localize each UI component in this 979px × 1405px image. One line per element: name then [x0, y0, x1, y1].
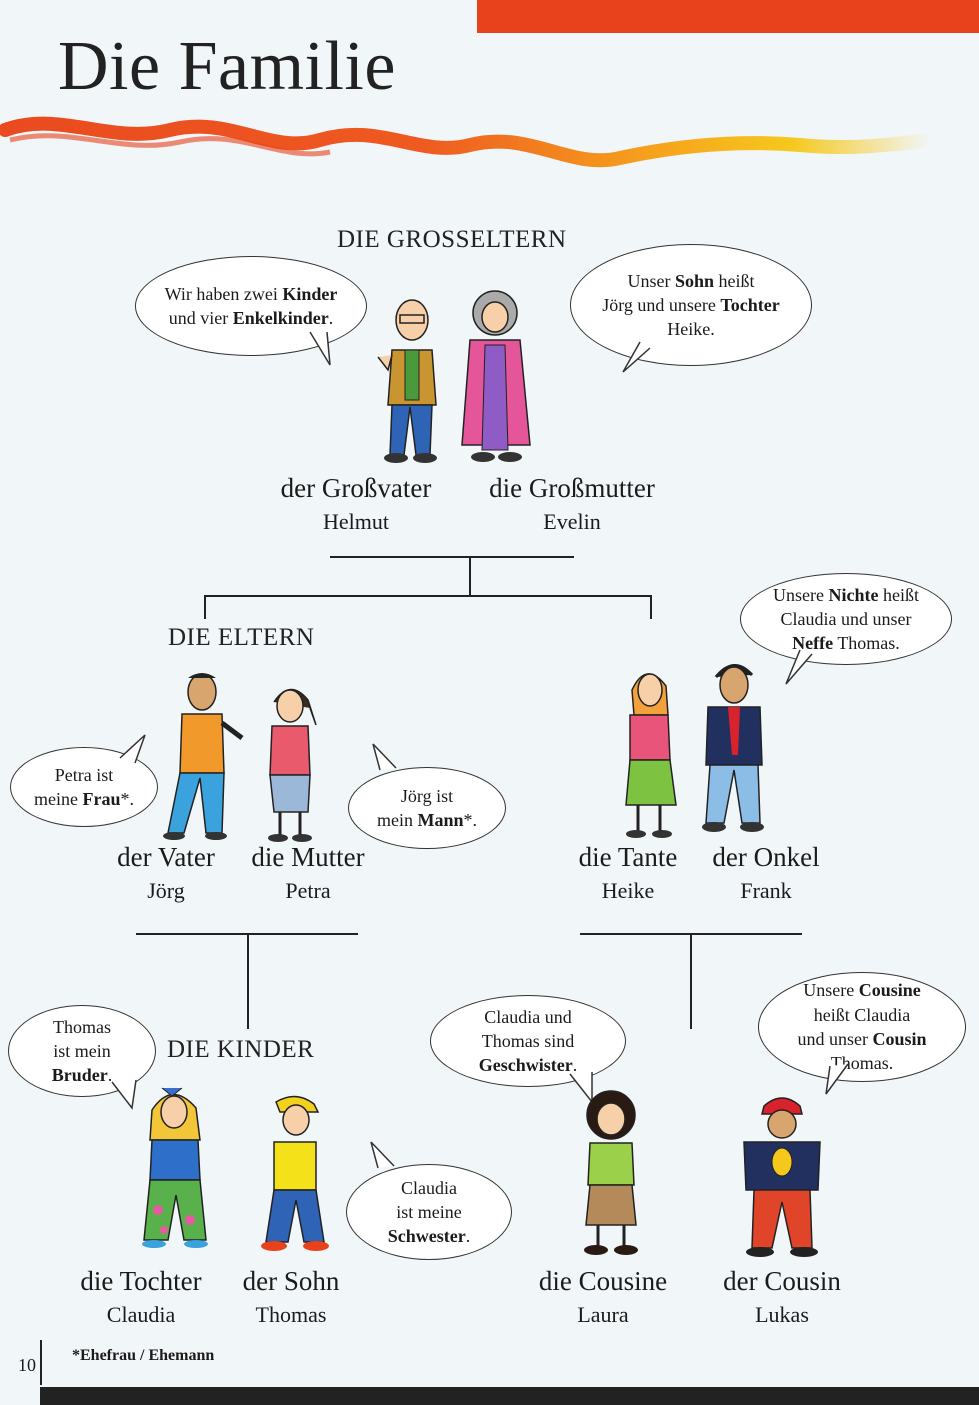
name-father: Jörg — [147, 878, 185, 903]
name-aunt: Heike — [601, 878, 655, 903]
role-grandmother: die Großmutter — [489, 473, 655, 503]
page-number: 10 — [18, 1355, 36, 1375]
tree-line — [469, 556, 471, 596]
role-mother: die Mutter — [251, 842, 365, 872]
role-father: der Vater — [117, 842, 215, 872]
daughter-illustration — [142, 1087, 208, 1248]
tree-line — [690, 933, 692, 1029]
top-accent-bar — [477, 0, 979, 33]
role-uncle: der Onkel — [712, 842, 820, 872]
name-mother: Petra — [285, 878, 331, 903]
speech-bubble-male-cousin: Unsere Cousine heißt Claudia und unser C… — [758, 972, 966, 1082]
father-illustration — [163, 673, 244, 840]
name-son: Thomas — [255, 1302, 327, 1327]
bubble-tail — [622, 341, 651, 373]
tree-line — [204, 595, 206, 619]
female-cousin-illustration — [584, 1090, 638, 1255]
role-male-cousin: der Cousin — [723, 1266, 841, 1296]
name-uncle: Frank — [740, 878, 792, 903]
role-grandfather: der Großvater — [280, 473, 432, 503]
speech-bubble-grandfather: Wir haben zwei Kinder und vier Enkelkind… — [135, 256, 367, 356]
role-son: der Sohn — [242, 1266, 340, 1296]
name-grandmother: Evelin — [543, 509, 601, 534]
grandmother-illustration — [461, 290, 531, 462]
speech-bubble-father: Petra ist meine Frau*. — [10, 747, 158, 827]
male-cousin-illustration — [743, 1097, 821, 1257]
speech-bubble-uncle: Unsere Nichte heißt Claudia und unser Ne… — [740, 573, 952, 665]
section-parents: DIE ELTERN — [168, 624, 315, 651]
tree-line — [204, 595, 652, 597]
name-male-cousin: Lukas — [755, 1302, 809, 1327]
grandfather-illustration — [377, 299, 437, 463]
name-female-cousin: Laura — [577, 1302, 629, 1327]
speech-bubble-female-cousin: Claudia und Thomas sind Geschwister. — [430, 995, 626, 1087]
son-illustration — [261, 1095, 329, 1251]
speech-bubble-son: Claudia ist meine Schwester. — [346, 1164, 512, 1260]
role-daughter: die Tochter — [80, 1266, 202, 1296]
page-number-rule — [40, 1340, 42, 1385]
speech-bubble-grandmother: Unser Sohn heißt Jörg und unsere Tochter… — [570, 244, 812, 366]
role-aunt: die Tante — [578, 842, 678, 872]
tree-line — [330, 556, 574, 558]
name-grandfather: Helmut — [323, 509, 389, 534]
section-children: DIE KINDER — [167, 1036, 315, 1063]
name-daughter: Claudia — [106, 1302, 176, 1327]
bubble-tail — [309, 331, 331, 366]
tree-line — [247, 933, 249, 1029]
bubble-tail — [111, 1079, 137, 1110]
mother-illustration — [268, 688, 317, 842]
bubble-tail — [785, 649, 813, 685]
bottom-bar — [40, 1387, 979, 1405]
bubble-tail — [825, 1063, 849, 1095]
role-female-cousin: die Cousine — [538, 1266, 668, 1296]
bubble-tail — [119, 734, 146, 764]
section-grandparents: DIE GROSSELTERN — [337, 226, 567, 253]
speech-bubble-mother: Jörg ist mein Mann*. — [348, 767, 506, 849]
aunt-illustration — [625, 673, 677, 838]
decorative-wave — [0, 116, 937, 168]
bubble-tail — [372, 743, 397, 771]
footnote: *Ehefrau / Ehemann — [72, 1347, 215, 1364]
tree-line — [650, 595, 652, 619]
uncle-illustration — [702, 664, 764, 832]
page-title: Die Familie — [58, 28, 396, 105]
bubble-tail — [370, 1141, 395, 1169]
